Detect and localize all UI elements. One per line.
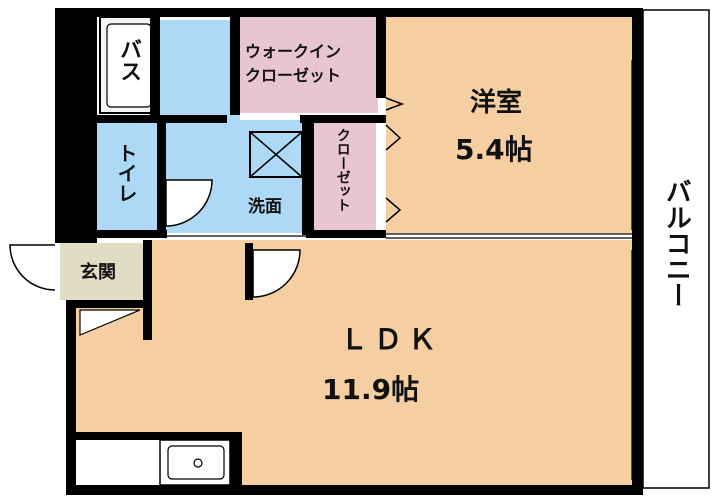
entrance-label: 玄関 <box>80 262 116 283</box>
vent-cross-b <box>249 131 303 178</box>
bath-label: バス <box>116 38 142 82</box>
western-room-area: 5.4帖 <box>455 133 533 166</box>
hall-door-swing <box>252 249 301 298</box>
shoe-cabinet <box>79 309 141 336</box>
toilet-fill <box>96 120 162 233</box>
closet-door-fold-a <box>385 124 402 151</box>
western-room-fill <box>386 14 632 233</box>
sink-drain-icon <box>193 458 203 468</box>
walk-in-closet-label: ウォークイン クローゼット <box>245 42 342 85</box>
wic-door-fold <box>385 97 405 111</box>
entrance-door-swing <box>9 244 56 291</box>
entrance-fill <box>60 243 148 300</box>
ldk-area: 11.9帖 <box>322 373 420 406</box>
walk-in-closet-fill <box>240 15 378 113</box>
balcony-label: バルコニー <box>661 178 692 308</box>
balcony-area <box>642 9 710 489</box>
hall-fill <box>150 240 250 300</box>
bath-anteroom-fill <box>160 20 240 120</box>
toilet-door-swing <box>165 179 213 227</box>
toilet-label: トイレ <box>114 143 138 203</box>
western-room-label: 洋室 <box>470 88 523 118</box>
closet-label: クローゼット <box>334 128 351 212</box>
washroom-label: 洗面 <box>248 197 282 217</box>
sliding-doors <box>166 60 633 491</box>
walls <box>55 8 643 495</box>
kitchen-sink <box>167 445 225 480</box>
ldk-label: ＬＤＫ <box>340 323 443 356</box>
closet-fill <box>314 123 376 233</box>
ldk-fill-right <box>240 240 632 490</box>
closet-door-fold-b <box>385 197 402 223</box>
